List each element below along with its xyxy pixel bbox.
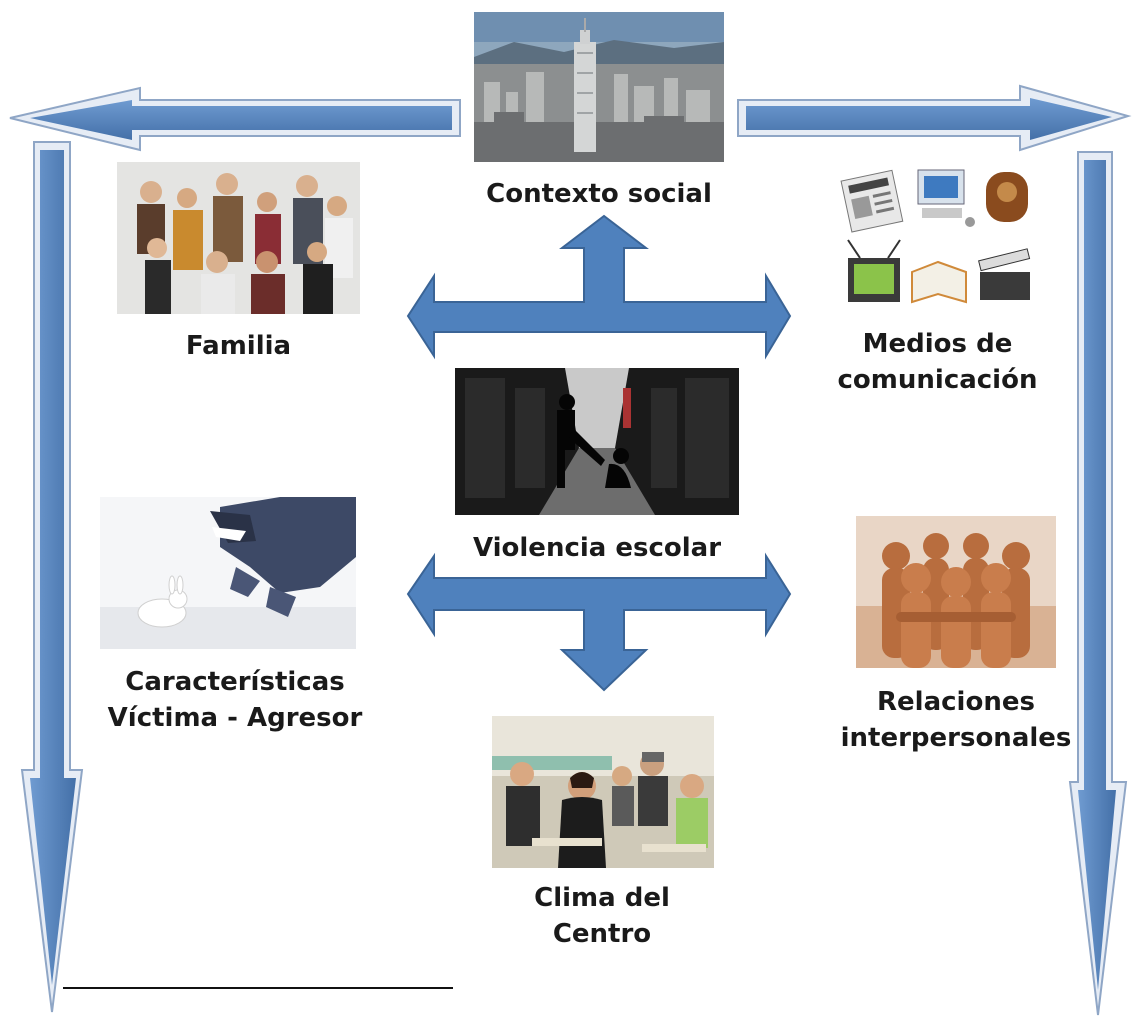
label-contexto-social: Contexto social: [486, 179, 712, 209]
school-hallway-photo: [455, 368, 739, 515]
footnote-separator-line: [63, 987, 453, 989]
outer-arrow-top-right: [737, 84, 1132, 152]
label-familia: Familia: [185, 331, 292, 361]
media-icons-photo: [838, 162, 1038, 312]
classroom-students-photo: [492, 716, 714, 868]
label-clima-del-centro: Clima del Centro: [534, 883, 670, 949]
label-relaciones-interpersonales: Relaciones interpersonales: [840, 687, 1072, 753]
wolf-rabbit-photo: [100, 497, 356, 649]
label-caracteristicas-victima-agresor: Características Víctima - Agresor: [107, 667, 363, 733]
city-skyline-photo: [474, 12, 724, 162]
central-arrow-lower: [406, 552, 792, 692]
label-medios-de-comunicacion: Medios de comunicación: [837, 329, 1038, 395]
clay-figures-embrace-photo: [856, 516, 1056, 668]
outer-arrow-top-left: [9, 86, 461, 152]
label-violencia-escolar: Violencia escolar: [472, 533, 722, 563]
outer-arrow-left-down: [20, 141, 84, 1013]
outer-arrow-right-down: [1068, 151, 1128, 1016]
central-arrow-upper: [406, 214, 792, 360]
family-group-photo: [117, 162, 360, 314]
